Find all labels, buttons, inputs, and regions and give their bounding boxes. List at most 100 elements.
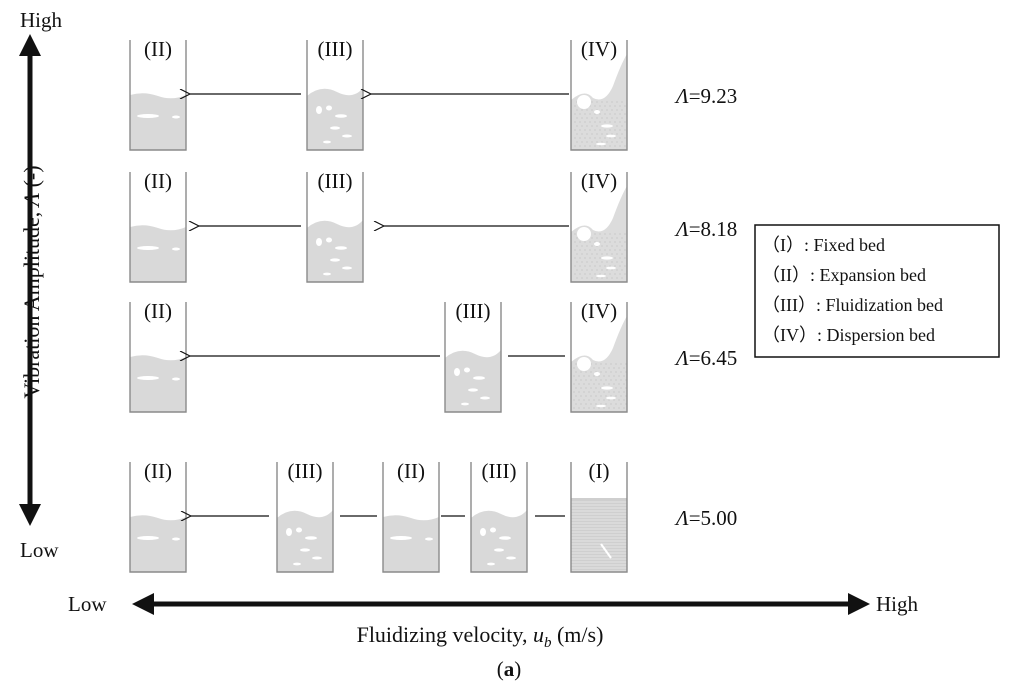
powder-fill [307, 88, 363, 150]
powder-fill [130, 355, 186, 412]
particle-dot [611, 101, 613, 103]
particle-dot [603, 383, 605, 385]
bubble [316, 106, 322, 114]
container-wall [470, 462, 528, 573]
particle-dot [619, 129, 621, 131]
particle-dot [594, 241, 596, 243]
particle-dot [581, 117, 583, 119]
row-lambda-8.18: (II)(III)(IV)Λ=8.18 [129, 169, 737, 283]
particle-dot [610, 379, 612, 381]
container-wall [570, 172, 628, 283]
powder-fill [471, 510, 527, 572]
bed-dispersion [570, 40, 628, 151]
particle-dot [596, 133, 598, 135]
container-wall [276, 462, 334, 573]
particle-dot [576, 277, 578, 279]
particle-dot [584, 257, 586, 259]
particle-dot [595, 379, 597, 381]
particle-dot [584, 113, 586, 115]
particle-dot [624, 257, 626, 259]
bed-expansion [382, 462, 440, 573]
particle-dot [574, 273, 576, 275]
particle-dot [613, 407, 615, 409]
particle-dot [598, 367, 600, 369]
container-wall [382, 462, 440, 573]
particle-dot [621, 261, 623, 263]
bubble [172, 377, 180, 381]
particle-dot [586, 261, 588, 263]
particle-dot [586, 253, 588, 255]
particle-dot [613, 391, 615, 393]
particle-dot [599, 273, 601, 275]
bed-fluidization [470, 462, 528, 573]
particle-dot [599, 137, 601, 139]
bubble [601, 386, 613, 390]
particle-dot [613, 375, 615, 377]
bed-regime-label: (III) [288, 459, 323, 483]
particle-dot [609, 105, 611, 107]
particle-dot [583, 375, 585, 377]
bubble [305, 536, 317, 540]
particle-dot [615, 363, 617, 365]
particle-dot [609, 233, 611, 235]
bed-expansion [129, 462, 187, 573]
particle-dot [576, 133, 578, 135]
bubble [577, 227, 591, 241]
particle-dot [624, 145, 626, 147]
particle-dot [585, 379, 587, 381]
particle-dot [610, 403, 612, 405]
legend-item: （IV）: Dispersion bed [762, 325, 935, 345]
particle-dot [611, 277, 613, 279]
particle-dot [584, 129, 586, 131]
particle-dot [615, 379, 617, 381]
bubble [326, 237, 332, 243]
particle-dot [619, 121, 621, 123]
powder-fill [307, 220, 363, 282]
particle-dot [588, 375, 590, 377]
container-wall [570, 462, 628, 573]
particle-dot [593, 391, 595, 393]
particle-dot [623, 383, 625, 385]
y-axis-arrowhead-top [19, 34, 41, 56]
legend-item: （II）: Expansion bed [762, 265, 926, 285]
container-wall [444, 302, 502, 413]
bubble [172, 115, 180, 119]
particle-dot [574, 257, 576, 259]
particle-dot [594, 129, 596, 131]
particle-dot [583, 407, 585, 409]
particle-dot [593, 399, 595, 401]
particle-dot [614, 105, 616, 107]
particle-dot [581, 125, 583, 127]
particle-dot [590, 403, 592, 405]
particle-dot [585, 387, 587, 389]
particle-dot [604, 233, 606, 235]
particle-dot [610, 363, 612, 365]
particle-dot [620, 403, 622, 405]
particle-dot [591, 101, 593, 103]
bubble [335, 114, 347, 118]
particle-dot [619, 265, 621, 267]
bed-regime-label: (IV) [581, 299, 617, 323]
particle-dot [614, 113, 616, 115]
particle-dot [614, 233, 616, 235]
particle-dot [601, 109, 603, 111]
bed-regime-label: (IV) [581, 169, 617, 193]
bed-fluidization [444, 302, 502, 413]
particle-dot [589, 137, 591, 139]
particle-dot [611, 253, 613, 255]
particle-dot [581, 253, 583, 255]
particle-dot [619, 145, 621, 147]
particle-dot [593, 383, 595, 385]
particle-dot [599, 105, 601, 107]
particle-dot [596, 125, 598, 127]
particle-dot [591, 245, 593, 247]
particle-dot [581, 261, 583, 263]
particle-dot [578, 391, 580, 393]
particle-dot [598, 391, 600, 393]
particle-dot [599, 113, 601, 115]
bed-fluidization [306, 40, 364, 151]
particle-dot [606, 237, 608, 239]
particle-dot [589, 121, 591, 123]
particle-dot [598, 407, 600, 409]
particle-dot [616, 277, 618, 279]
